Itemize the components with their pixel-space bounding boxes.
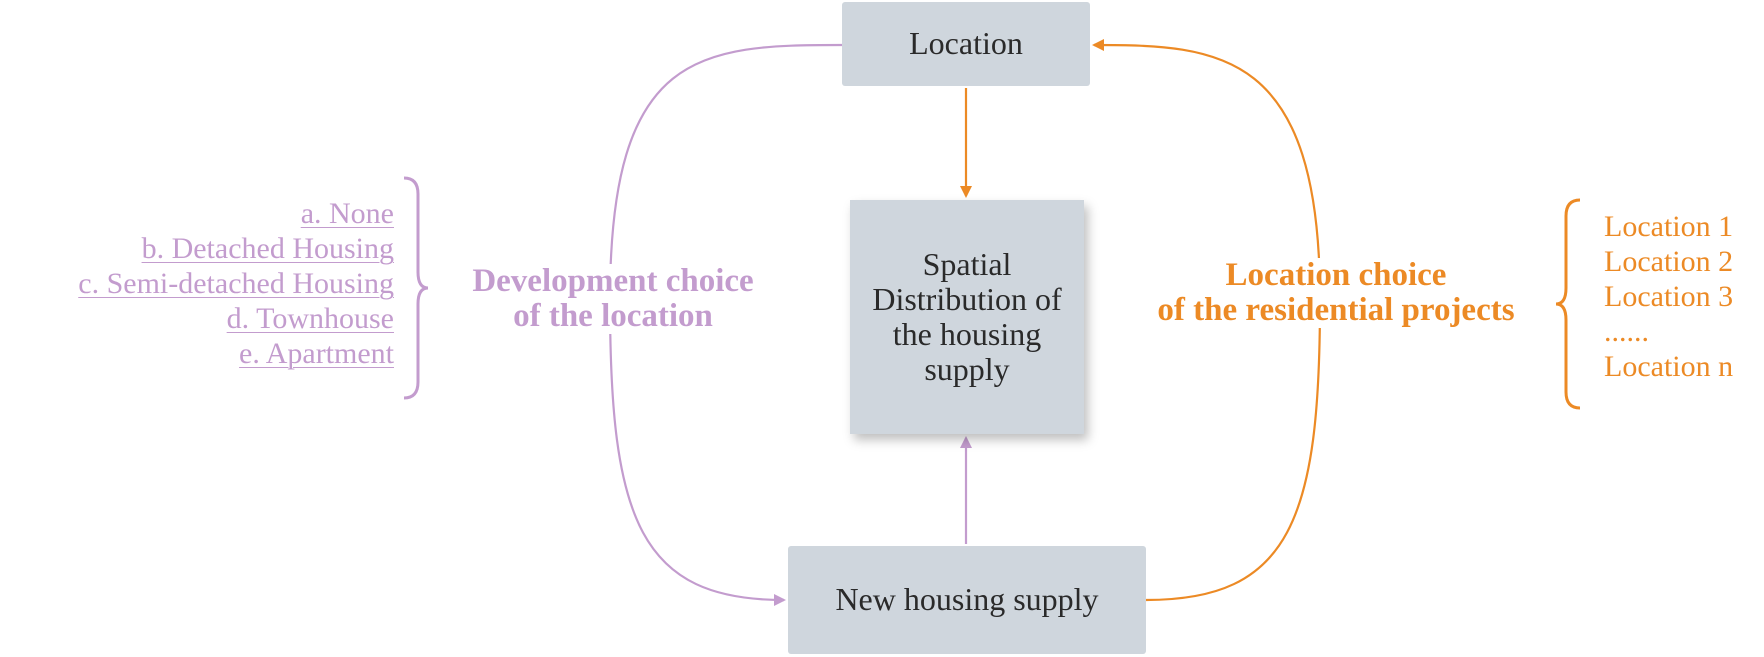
- development-option: a. None: [300, 197, 394, 230]
- development-option: c. Semi-detached Housing: [78, 267, 394, 300]
- spatial-distribution-label: Spatial Distribution of the housing supp…: [872, 245, 1062, 388]
- location-choice-line-2: of the residential projects: [1157, 291, 1515, 328]
- new-housing-supply-label: New housing supply: [835, 581, 1099, 618]
- development-choice-line-2: of the location: [513, 297, 713, 334]
- development-option: d. Townhouse: [226, 302, 394, 335]
- location-option: ......: [1604, 315, 1649, 348]
- location-option: Location 1: [1604, 210, 1734, 243]
- development-options-list: a. None b. Detached Housing c. Semi-deta…: [78, 196, 394, 371]
- development-options-brace: [403, 176, 429, 400]
- location-options-brace: [1555, 198, 1581, 410]
- development-choice-label: Development choice of the location: [436, 264, 790, 334]
- location-option: Location n: [1604, 350, 1734, 383]
- location-box-label: Location: [909, 25, 1023, 62]
- development-option: e. Apartment: [239, 337, 394, 370]
- spatial-distribution-box: Spatial Distribution of the housing supp…: [850, 200, 1084, 434]
- new-housing-supply-box: New housing supply: [788, 546, 1146, 654]
- location-option: Location 3: [1604, 280, 1734, 313]
- location-options-list: Location 1 Location 2 Location 3 ...... …: [1604, 209, 1733, 384]
- development-option: b. Detached Housing: [141, 232, 394, 265]
- location-choice-label: Location choice of the residential proje…: [1126, 258, 1546, 328]
- location-choice-line-1: Location choice: [1225, 257, 1447, 293]
- location-option: Location 2: [1604, 245, 1734, 278]
- development-choice-line-1: Development choice: [472, 263, 754, 299]
- location-box: Location: [842, 2, 1090, 86]
